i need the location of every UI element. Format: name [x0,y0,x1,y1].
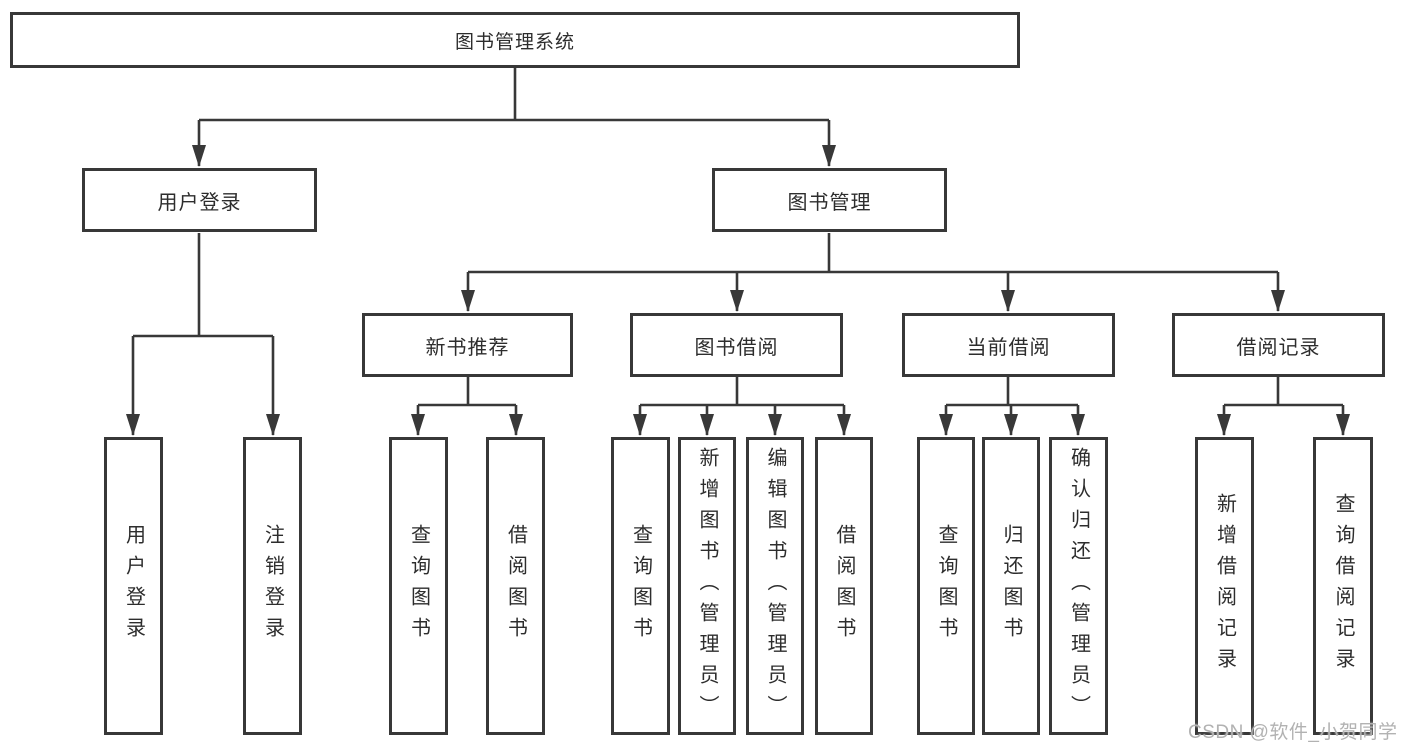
leaf-query-book-3: 查询图书 [917,437,975,735]
leaf-edit-book-admin: 编辑图书（管理员） [746,437,804,735]
leaf-borrow-book-2: 借阅图书 [815,437,873,735]
node-borrow-records: 借阅记录 [1172,313,1385,377]
node-label: 新书推荐 [425,336,510,359]
leaf-label: 借阅图书 [504,524,527,648]
leaf-label: 新增借阅记录 [1213,493,1236,679]
leaf-borrow-book: 借阅图书 [486,437,545,735]
leaf-label: 新增图书（管理员） [696,446,718,726]
leaf-label: 查询图书 [935,524,957,648]
leaf-label: 注销登录 [261,524,284,648]
leaf-label: 归还图书 [1000,524,1022,648]
leaf-query-book-2: 查询图书 [611,437,670,735]
leaf-add-borrow-record: 新增借阅记录 [1195,437,1254,735]
node-label: 图书借阅 [694,336,779,359]
node-label: 借阅记录 [1236,336,1321,359]
leaf-label: 用户登录 [122,524,145,648]
watermark: CSDN @软件_小贺同学 [1188,722,1398,743]
leaf-label: 借阅图书 [833,524,855,648]
leaf-logout: 注销登录 [243,437,302,735]
node-library-system-root: 图书管理系统 [10,12,1020,68]
leaf-label: 确认归还（管理员） [1067,446,1090,726]
node-label: 图书管理 [787,191,872,214]
leaf-confirm-return-admin: 确认归还（管理员） [1049,437,1108,735]
node-book-manage: 图书管理 [712,168,947,232]
node-label: 图书管理系统 [454,31,575,53]
leaf-query-borrow-record: 查询借阅记录 [1313,437,1373,735]
leaf-label: 查询图书 [629,524,652,648]
leaf-add-book-admin: 新增图书（管理员） [678,437,736,735]
node-current-borrow: 当前借阅 [902,313,1115,377]
node-label: 用户登录 [157,191,242,214]
leaf-label: 查询借阅记录 [1332,493,1354,679]
leaf-query-book: 查询图书 [389,437,448,735]
node-book-borrow: 图书借阅 [630,313,843,377]
leaf-return-book: 归还图书 [982,437,1040,735]
node-new-book-recommend: 新书推荐 [362,313,573,377]
node-user-login: 用户登录 [82,168,317,232]
leaf-label: 查询图书 [407,524,430,648]
leaf-label: 编辑图书（管理员） [764,446,786,726]
leaf-user-login: 用户登录 [104,437,163,735]
node-label: 当前借阅 [966,336,1051,359]
